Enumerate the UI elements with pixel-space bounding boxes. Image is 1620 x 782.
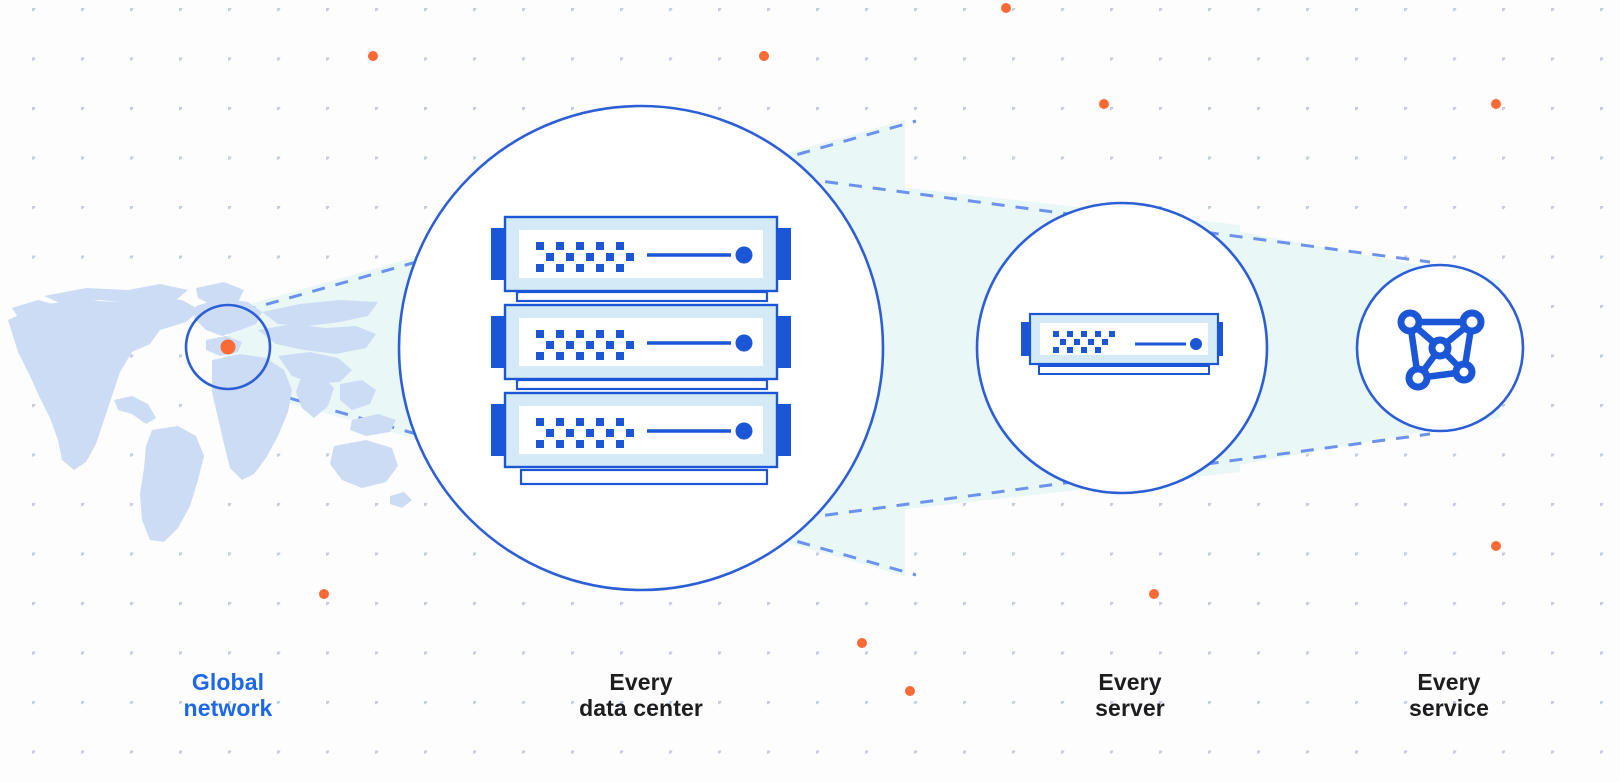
- dash-dc-top: [729, 167, 1431, 264]
- map-highlight-circle: [184, 303, 272, 391]
- map-location-marker-icon: [220, 339, 236, 355]
- accent-dot: [759, 51, 769, 61]
- accent-dot-group: [317, 1, 1503, 698]
- server-led-grid: [1053, 331, 1115, 353]
- rack-unit-2: [491, 303, 791, 391]
- accent-dot: [1001, 3, 1011, 13]
- accent-dot: [1099, 99, 1109, 109]
- led-grid-3: [536, 418, 634, 448]
- accent-dot: [319, 589, 329, 599]
- rack-unit-1: [491, 215, 791, 303]
- accent-dot: [1149, 589, 1159, 599]
- dash-dc-bottom: [729, 432, 1431, 530]
- accent-dot: [857, 638, 867, 648]
- led-grid-1: [536, 242, 634, 272]
- world-map-landmasses: [8, 282, 412, 542]
- accent-dot: [905, 686, 915, 696]
- server-unit: [1021, 312, 1223, 375]
- rack-unit-3: [491, 391, 791, 486]
- accent-dot: [368, 51, 378, 61]
- dash-map-top: [242, 119, 917, 313]
- accent-dot: [1491, 99, 1501, 109]
- led-grid-2: [536, 330, 634, 360]
- dash-map-bottom: [242, 383, 917, 577]
- network-node-dots-icon: [1397, 309, 1485, 391]
- accent-dot: [1491, 541, 1501, 551]
